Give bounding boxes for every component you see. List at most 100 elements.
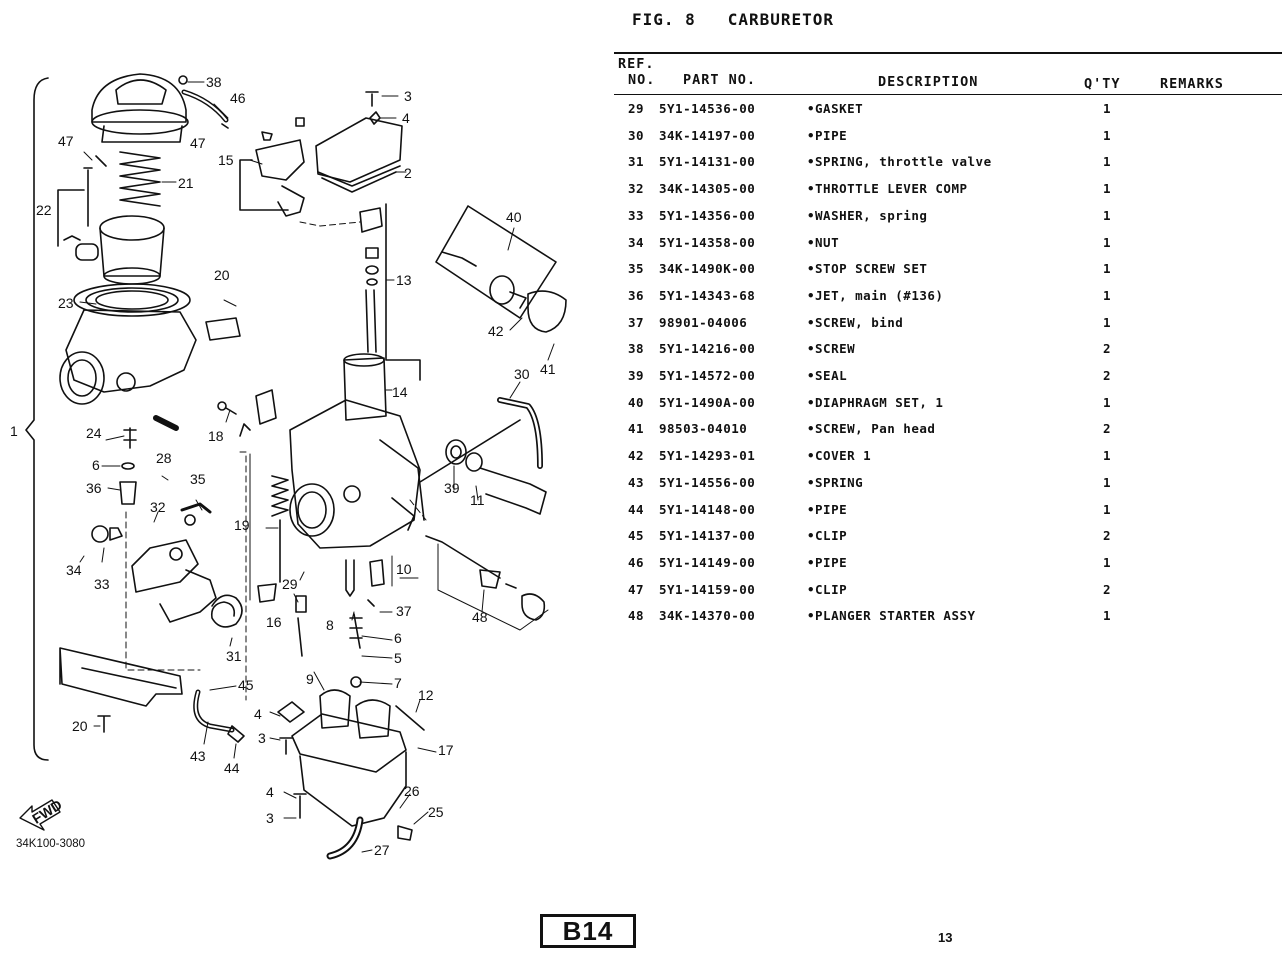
header-qty: Q'TY [1084,76,1121,92]
part-no-cell: 5Y1-14131-00 [659,154,756,170]
page-number: 13 [938,930,953,945]
ref-cell: 31 [627,154,644,170]
callout-11: 11 [470,492,485,508]
callout-28: 28 [156,450,172,466]
qty-cell: 1 [1102,181,1112,197]
ref-cell: 43 [627,474,644,490]
table-row: 48 34K-14370-00 •PLANGER STARTER ASSY 1 [612,608,1282,634]
callout-48: 48 [472,609,488,625]
ref-cell: 47 [627,581,644,597]
ref-cell: 37 [627,314,644,330]
part-no-cell: 5Y1-14572-00 [659,368,756,383]
qty-cell: 2 [1102,368,1112,383]
callout-14: 14 [392,384,408,400]
cover-2-drawing [315,91,403,193]
qty-cell: 2 [1102,421,1112,437]
ref-cell: 32 [627,181,644,197]
header-ref-line1: REF. [618,56,655,72]
fwd-label: FWD [29,796,65,826]
qty-cell: 2 [1102,341,1112,357]
table-row: 36 5Y1-14343-68 •JET, main (#136) 1 [612,288,1282,314]
callout-33: 33 [94,576,110,592]
callout-15: 15 [218,152,234,168]
part-no-cell: 34K-1490K-00 [659,261,756,277]
table-row: 35 34K-1490K-00 •STOP SCREW SET 1 [612,261,1282,287]
callout-18: 18 [208,428,224,444]
callout-44: 44 [224,760,240,776]
top-cap-drawing [91,73,189,143]
callout-4: 4 [402,110,410,126]
main-jet-36-drawing [119,481,137,505]
part-no-cell: 5Y1-14149-00 [659,554,756,570]
left-body-drawing [59,309,241,405]
figure-label: FIG. 8 [632,10,696,29]
throttle-lever-drawing [131,502,217,623]
exploded-diagram: FWD 1 2 3 3 3 4 4 [0,0,610,972]
callout-41: 41 [540,361,556,377]
needle-13-drawing [359,203,421,381]
callout-8: 8 [326,617,334,633]
part-no-cell: 5Y1-14216-00 [659,341,756,357]
part-no-cell: 5Y1-14358-00 [659,234,756,250]
table-row: 39 5Y1-14572-00 •SEAL 2 [612,368,1282,394]
callout-labels: 1 2 3 3 3 4 4 4 5 6 6 7 8 9 10 11 12 13 … [10,74,556,858]
description-cell: •COVER 1 [807,448,872,464]
leader-lines [79,81,555,853]
ref-cell: 36 [627,287,644,303]
table-row: 38 5Y1-14216-00 •SCREW 2 [612,341,1282,367]
callout-35: 35 [190,471,206,487]
header-part-no: PART NO. [683,72,757,88]
table-row: 32 34K-14305-00 •THROTTLE LEVER COMP 1 [612,181,1282,207]
callout-13: 13 [396,272,412,288]
description-cell: •SCREW [807,341,856,357]
qty-cell: 1 [1102,287,1112,303]
callout-39: 39 [444,480,460,496]
part-no-cell: 5Y1-14356-00 [659,207,756,223]
starter-48-drawing [425,535,549,631]
qty-cell: 1 [1102,154,1112,170]
qty-cell: 1 [1102,234,1112,250]
float-chamber-drawing [277,689,425,827]
callout-9: 9 [306,671,314,687]
part-no-cell: 98503-04010 [659,421,748,437]
description-cell: •PIPE [807,554,848,570]
assembly-bracket [25,77,49,761]
callout-46: 46 [230,90,246,106]
callout-3: 3 [404,88,412,104]
ref-cell: 29 [627,101,644,116]
qty-cell: 1 [1102,101,1112,116]
description-cell: •GASKET [807,101,864,116]
description-cell: •SCREW, bind [807,314,904,330]
callout-7: 7 [394,675,402,691]
pipe-43-drawing [193,689,235,733]
callout-6: 6 [394,630,402,646]
ref-cell: 44 [627,501,644,517]
table-row: 30 34K-14197-00 •PIPE 1 [612,128,1282,154]
callout-17: 17 [438,742,454,758]
description-cell: •CLIP [807,528,848,544]
callout-34: 34 [66,562,82,578]
description-cell: •PIPE [807,501,848,517]
callout-2: 2 [404,165,412,181]
qty-cell: 1 [1102,261,1112,277]
diagram-code: 34K100-3080 [16,838,86,850]
pipe-46-drawing [181,89,229,123]
ref-cell: 42 [627,448,644,464]
qty-cell: 1 [1102,501,1112,517]
diaphragm-40-drawing [435,205,567,333]
part-no-cell: 5Y1-14159-00 [659,581,756,597]
description-cell: •CLIP [807,581,848,597]
fwd-arrow-icon: FWD [19,796,65,831]
callout-19: 19 [234,517,250,533]
callout-45: 45 [238,677,254,693]
callout-4b: 4 [254,706,262,722]
callout-10: 10 [396,561,412,577]
callout-24: 24 [86,425,102,441]
part-no-cell: 5Y1-14137-00 [659,528,756,544]
ref-cell: 45 [627,528,644,544]
spring-31-drawing [210,594,243,628]
ref-cell: 35 [627,261,644,277]
qty-cell: 2 [1102,581,1112,597]
callout-36: 36 [86,480,102,496]
figure-name: CARBURETOR [727,10,835,29]
